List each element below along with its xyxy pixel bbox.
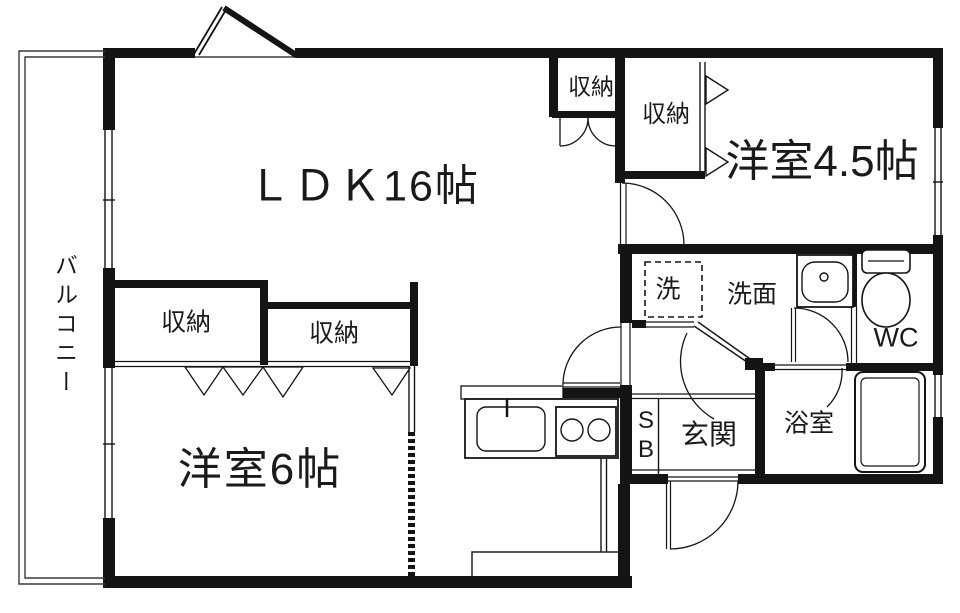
closet-bedroom-right-label: 収納	[308, 319, 360, 348]
bedroom45-door	[619, 182, 685, 246]
entrance-door	[665, 476, 739, 550]
bathroom-door	[773, 307, 849, 408]
wc-label: WC	[873, 322, 919, 353]
closet-upper-small-label: 収納	[568, 73, 614, 100]
laundry-label: 洗	[655, 275, 681, 304]
western-room-6-label: 洋室6帖	[177, 445, 343, 494]
balcony-label: バルコニー	[51, 253, 78, 399]
top-vent-flap	[193, 5, 298, 58]
ldk-hall-door	[562, 323, 631, 388]
shoe-box-label-b: B	[637, 436, 655, 463]
exterior-walls	[103, 48, 943, 588]
kitchen-sink-icon	[476, 406, 546, 452]
shoe-box-label-s: S	[637, 407, 655, 434]
bedroom6-closet-fold-markers	[183, 366, 412, 399]
washroom-label: 洗面	[726, 280, 778, 309]
entrance-step-lines	[632, 393, 755, 474]
washstand-fixture	[796, 254, 854, 308]
kitchen-counter-fixture	[460, 385, 619, 459]
western-room-45-label: 洋室4.5帖	[725, 137, 919, 186]
burner-icon	[587, 418, 611, 442]
bathroom-label: 浴室	[783, 409, 835, 438]
basin-icon	[801, 261, 849, 303]
burner-icon	[560, 418, 584, 442]
tall-closet-fold-markers	[705, 74, 730, 178]
entrance-label: 玄関	[680, 419, 738, 450]
interior-walls	[105, 48, 943, 578]
closet-bedroom-left-label: 収納	[160, 308, 212, 337]
toilet-fixture	[861, 249, 911, 328]
toilet-bowl-icon	[861, 272, 911, 328]
windows	[103, 62, 943, 578]
upper-closet-double-doors	[559, 117, 617, 147]
washing-machine-area	[644, 261, 703, 318]
balcony-outline	[18, 50, 105, 585]
wc-door	[850, 307, 858, 363]
hall-washroom-door	[646, 321, 754, 420]
faucet-icon	[819, 272, 829, 282]
closet-upper-tall-label: 収納	[642, 101, 690, 128]
ldk-label: ＬＤＫ16帖	[248, 162, 480, 211]
bathtub-fixture	[854, 371, 926, 473]
